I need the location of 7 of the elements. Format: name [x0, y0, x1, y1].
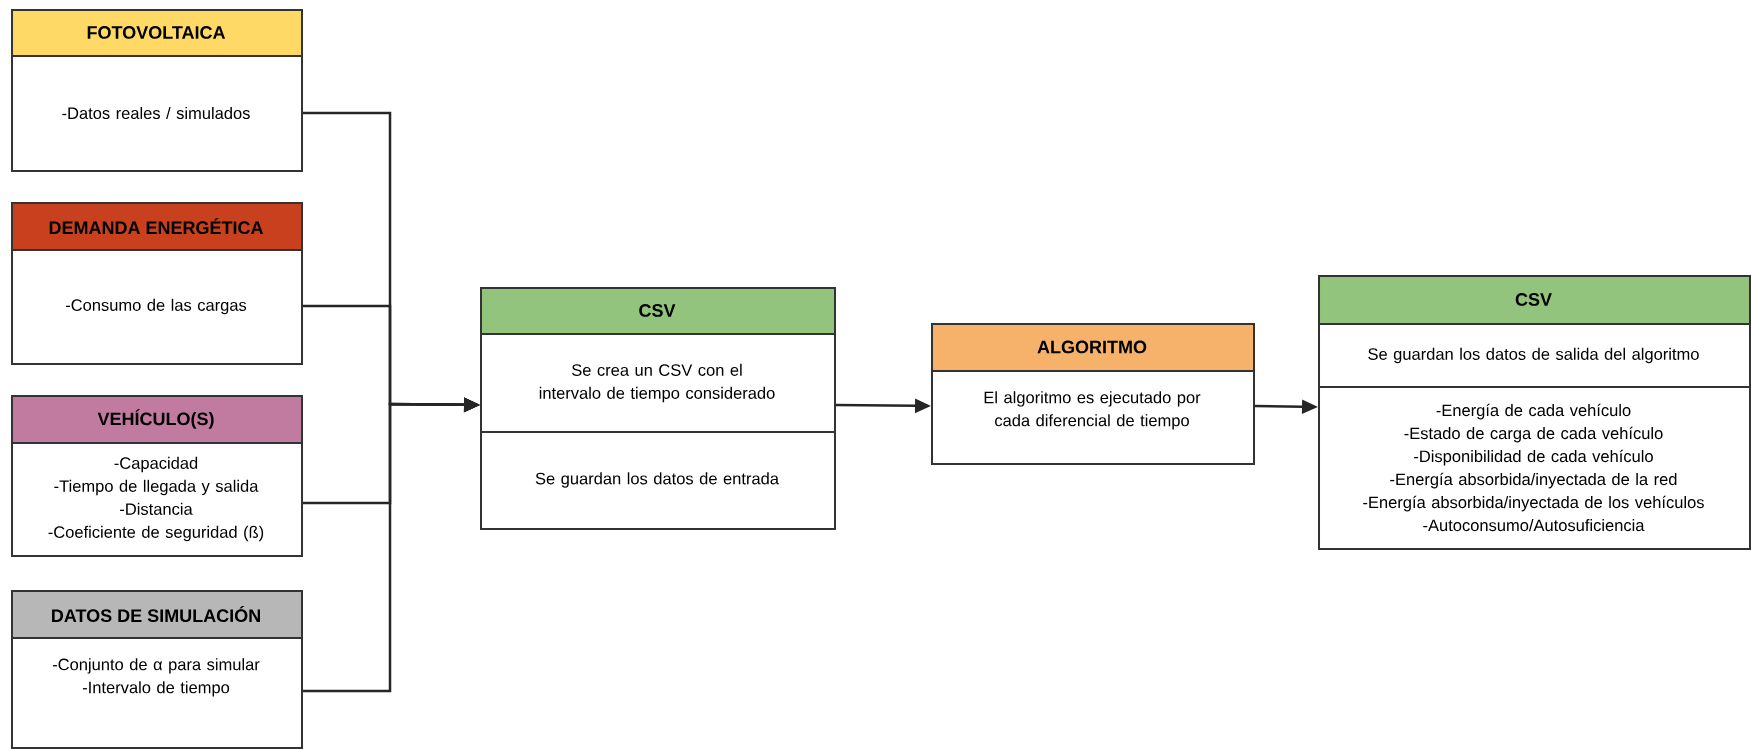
input-box: VEHÍCULO(S) -Capacidad -Tiempo de llegada y salida -Distancia -Coeficiente de seguridad (ß): [10, 395, 303, 557]
input-box: DATOS DE SIMULACIÓN -Conjunto de α para simular -Intervalo de tiempo: [10, 590, 303, 749]
process-box: ALGORITMO El algoritmo es ejecutado por cada diferencial de tiempo: [930, 323, 1255, 465]
file-box: CSV Se guardan los datos de salida del algoritmo -Energía de cada vehículo -Estado de carga de cada vehículo -Disponibilidad de cada vehículo -Energía absorbida/inyectada de la red -Energía absorbida/inyectada de los vehículos -Autoconsumo/Autosuficiencia: [1317, 275, 1751, 550]
input-box: DEMANDA ENERGÉTICA -Consumo de las cargas: [10, 202, 303, 365]
file-box: CSV Se crea un CSV con el intervalo de tiempo considerado Se guardan los datos de entrada: [479, 287, 836, 530]
input-box: FOTOVOLTAICA -Datos reales / simulados: [10, 9, 303, 172]
